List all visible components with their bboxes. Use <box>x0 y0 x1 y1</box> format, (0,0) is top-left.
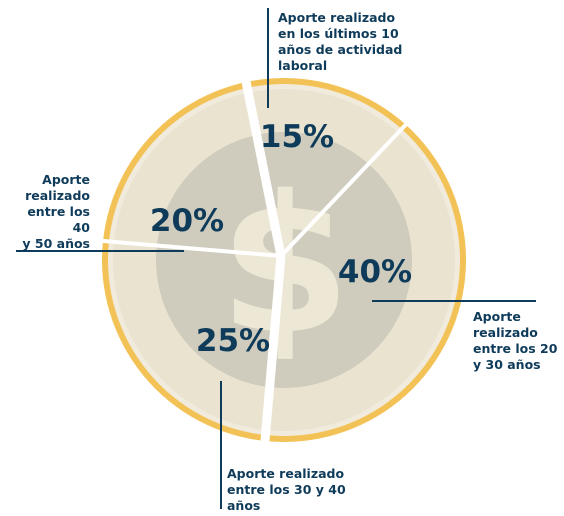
slice-percent-20: 20% <box>150 203 224 239</box>
slice-percent-15: 15% <box>260 119 334 155</box>
slice-label-20: Aporte realizado entre los 40 y 50 años <box>22 172 90 251</box>
slice-label-40: Aporte realizado entre los 20 y 30 años <box>473 309 558 372</box>
slice-boundary-0 <box>241 79 286 257</box>
pie-hub <box>277 252 285 260</box>
leader-line-25 <box>220 381 222 509</box>
slice-label-15: Aporte realizado en los últimos 10 años … <box>278 10 403 73</box>
leader-line-40 <box>372 300 536 302</box>
slice-boundary-3 <box>100 238 282 258</box>
slice-label-25: Aporte realizado entre los 30 y 40 años <box>227 466 346 513</box>
slice-boundary-1 <box>279 121 409 258</box>
leader-line-15 <box>267 8 269 108</box>
slice-percent-40: 40% <box>338 254 412 290</box>
slice-boundary-2 <box>260 255 286 444</box>
leader-line-20 <box>16 250 184 252</box>
slice-percent-25: 25% <box>196 323 270 359</box>
dollar-sign-icon: $ <box>219 155 351 376</box>
